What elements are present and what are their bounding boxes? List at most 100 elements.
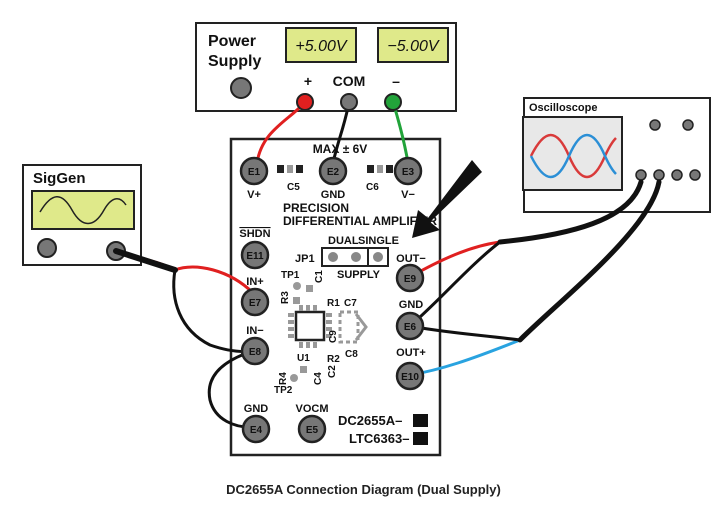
- wire-scope-cable-2: [517, 179, 662, 343]
- tp1-point: [293, 282, 301, 290]
- e1-label: V+: [247, 189, 261, 201]
- tp2-label: TP2: [274, 385, 293, 396]
- terminal-e5-id: E5: [306, 425, 319, 436]
- terminal-e4-id: E4: [250, 425, 263, 436]
- terminal-e3[interactable]: [393, 156, 423, 186]
- terminal-e11-id: E11: [246, 251, 264, 262]
- r1-label: R1: [327, 298, 340, 309]
- wire-e8-e4: [207, 349, 255, 429]
- scope-knob-1[interactable]: [649, 119, 661, 131]
- wire-siggen-cable: [113, 248, 178, 273]
- ps-terminal-neg[interactable]: [384, 93, 402, 111]
- c5-pad-a: [277, 165, 284, 173]
- terminal-e11[interactable]: [240, 240, 270, 270]
- c5-body: [287, 165, 293, 173]
- siggen-knob[interactable]: [37, 238, 57, 258]
- r3-label: R3: [280, 291, 291, 304]
- scope-input-2[interactable]: [653, 169, 665, 181]
- scope-input-3[interactable]: [671, 169, 683, 181]
- board-header: MAX ± 6V: [313, 142, 368, 156]
- c5-label: C5: [287, 182, 300, 193]
- board-title-1: PRECISION: [283, 201, 349, 215]
- r2-label: R2: [327, 354, 340, 365]
- e5-label: VOCM: [296, 403, 329, 415]
- e4-label: GND: [244, 403, 269, 415]
- wire-scope-cable-1: [497, 179, 644, 245]
- display-negative-value: −5.00V: [387, 38, 439, 55]
- power-supply: Power Supply +5.00V −5.00V + COM –: [195, 22, 457, 112]
- c8-label: C8: [345, 349, 358, 360]
- terminal-e10[interactable]: [395, 361, 425, 391]
- e3-label: V−: [401, 189, 415, 201]
- terminal-e7[interactable]: [240, 287, 270, 317]
- trace-blue: [529, 134, 617, 178]
- c4-label: C4: [313, 372, 324, 385]
- u1-label: U1: [297, 353, 310, 364]
- diagram-caption: DC2655A Connection Diagram (Dual Supply): [226, 482, 501, 497]
- c9-label: C9: [328, 330, 339, 343]
- e7-label: IN+: [246, 276, 263, 288]
- r4-label: R4: [278, 372, 289, 385]
- jp-supply-label: SUPPLY: [337, 269, 381, 281]
- jp-dual-label: DUAL: [328, 235, 359, 247]
- e6-label: GND: [399, 299, 424, 311]
- trace-red: [529, 134, 617, 178]
- terminal-e1[interactable]: [239, 156, 269, 186]
- e2-label: GND: [321, 189, 346, 201]
- terminal-e2-id: E2: [327, 167, 340, 178]
- jp1-label: JP1: [295, 253, 315, 265]
- scope-input-1[interactable]: [635, 169, 647, 181]
- display-positive: [285, 27, 357, 63]
- terminal-e6[interactable]: [395, 311, 425, 341]
- jp1-pin-2: [351, 252, 361, 262]
- part-number-2: LTC6363–: [349, 431, 409, 446]
- term-com-label: COM: [333, 73, 366, 89]
- e8-label: IN−: [246, 325, 263, 337]
- oscilloscope: Oscilloscope: [522, 97, 711, 213]
- terminal-e9[interactable]: [395, 263, 425, 293]
- part-number-1: DC2655A–: [338, 413, 402, 428]
- display-positive-value: +5.00V: [295, 38, 347, 55]
- power-knob[interactable]: [230, 77, 252, 99]
- ps-terminal-pos[interactable]: [296, 93, 314, 111]
- jp1-pin-3: [373, 252, 383, 262]
- c5-pad-b: [296, 165, 303, 173]
- e10-label: OUT+: [396, 347, 426, 359]
- signal-generator: SigGen: [22, 164, 142, 266]
- terminal-e9-id: E9: [404, 274, 417, 285]
- board-title-2: DIFFERENTIAL AMPLIFIER: [283, 214, 437, 228]
- scope-knob-2[interactable]: [682, 119, 694, 131]
- e11-label: SHDN: [239, 228, 270, 240]
- display-negative: [377, 27, 449, 63]
- scope-input-4[interactable]: [689, 169, 701, 181]
- jp1-pin-1: [328, 252, 338, 262]
- tp1-label: TP1: [281, 270, 300, 281]
- terminal-e6-id: E6: [404, 322, 417, 333]
- terminal-e4[interactable]: [241, 414, 271, 444]
- terminal-e10-id: E10: [401, 372, 419, 383]
- ps-terminal-com[interactable]: [340, 93, 358, 111]
- part-box-1: [413, 414, 428, 427]
- arrow-icon: [412, 160, 482, 238]
- c1-part: [306, 285, 313, 292]
- terminal-e8[interactable]: [240, 336, 270, 366]
- e9-label: OUT−: [396, 253, 426, 265]
- r3-part: [293, 297, 300, 304]
- tp2-point: [290, 374, 298, 382]
- siggen-title: SigGen: [33, 170, 86, 187]
- terminal-e7-id: E7: [249, 298, 262, 309]
- term-pos-label: +: [304, 73, 312, 89]
- oscilloscope-title: Oscilloscope: [529, 102, 597, 114]
- c6-body: [377, 165, 383, 173]
- siggen-waveform: [39, 196, 127, 225]
- c7-arrow: [354, 313, 368, 341]
- siggen-screen: [31, 190, 135, 230]
- power-supply-title-1: Power: [208, 33, 256, 50]
- power-supply-title-2: Supply: [208, 53, 261, 70]
- jp-single-label: SINGLE: [358, 235, 399, 247]
- r1-c7-footprint: [338, 310, 360, 344]
- c2-label: C2: [327, 365, 338, 378]
- terminal-e5[interactable]: [297, 414, 327, 444]
- terminal-e2[interactable]: [318, 156, 348, 186]
